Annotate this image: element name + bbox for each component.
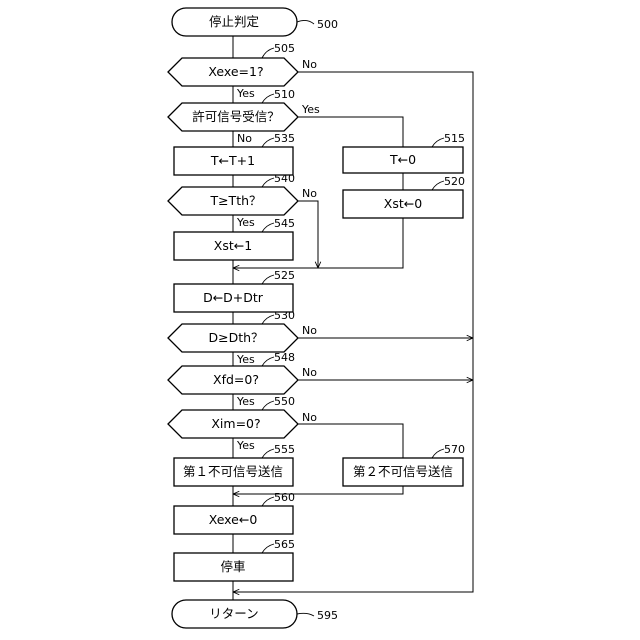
ref-550: 550 — [274, 395, 295, 408]
end-terminal: リターン — [172, 600, 297, 628]
end-label: リターン — [209, 606, 258, 621]
flow-550-no-branch — [298, 424, 403, 458]
decision-d-threshold: D≥Dth？ — [168, 324, 298, 352]
ref-555-leader — [262, 449, 274, 458]
decision-xim-yes: Yes — [236, 439, 255, 452]
start-ref: 500 — [317, 18, 338, 31]
ref-550-leader — [262, 401, 274, 410]
process-stop-vehicle: 停車 — [174, 553, 293, 581]
decision-permit-no: No — [237, 132, 252, 145]
process-xst-zero: Xst←0 — [343, 190, 463, 218]
decision-xexe-label: Xexe=1? — [208, 64, 263, 79]
process-d-accumulate: D←D+Dtr — [174, 284, 293, 312]
ref-560: 560 — [274, 491, 295, 504]
ref-535: 535 — [274, 132, 295, 145]
ref-555: 555 — [274, 443, 295, 456]
decision-d-threshold-no: No — [302, 324, 317, 337]
decision-d-threshold-yes: Yes — [236, 353, 255, 366]
decision-xfd-no: No — [302, 366, 317, 379]
start-terminal: 停止判定 — [172, 8, 297, 36]
start-ref-leader — [297, 20, 314, 24]
ref-515: 515 — [444, 132, 465, 145]
process-t-reset-label: T←0 — [389, 152, 416, 167]
process-send-second: 第２不可信号送信 — [343, 458, 463, 486]
ref-545: 545 — [274, 217, 295, 230]
decision-xexe: Xexe=1? — [168, 58, 298, 86]
ref-510-leader — [262, 94, 274, 103]
ref-520: 520 — [444, 175, 465, 188]
ref-570-leader — [432, 449, 444, 458]
decision-permit-label: 許可信号受信？ — [192, 109, 280, 124]
start-label: 停止判定 — [209, 14, 259, 29]
process-send-first: 第１不可信号送信 — [174, 458, 293, 486]
ref-525: 525 — [274, 269, 295, 282]
ref-560-leader — [262, 497, 274, 506]
flow-540-no-branch — [298, 201, 318, 268]
ref-545-leader — [262, 223, 274, 232]
process-send-second-label: 第２不可信号送信 — [353, 464, 453, 479]
process-xst-one: Xst←1 — [174, 232, 293, 260]
decision-xim-label: Xim=0? — [211, 416, 260, 431]
decision-xfd-yes: Yes — [236, 395, 255, 408]
decision-xfd-label: Xfd=0? — [213, 372, 259, 387]
decision-xexe-no: No — [302, 58, 317, 71]
ref-530-leader — [262, 315, 274, 324]
process-xst-zero-label: Xst←0 — [384, 196, 422, 211]
process-xst-one-label: Xst←1 — [214, 238, 252, 253]
decision-xexe-yes: Yes — [236, 87, 255, 100]
ref-505: 505 — [274, 42, 295, 55]
process-stop-vehicle-label: 停車 — [220, 559, 245, 574]
ref-540-leader — [262, 178, 274, 187]
ref-535-leader — [262, 138, 274, 147]
ref-548: 548 — [274, 351, 295, 364]
process-t-increment-label: T←T+1 — [210, 153, 255, 168]
process-t-reset: T←0 — [343, 147, 463, 173]
decision-t-threshold: T≥Tth？ — [168, 187, 298, 215]
ref-505-leader — [262, 48, 274, 58]
process-t-increment: T←T+1 — [174, 147, 293, 175]
end-ref-leader — [297, 613, 314, 616]
ref-570: 570 — [444, 443, 465, 456]
decision-xfd: Xfd=0? — [168, 366, 298, 394]
process-xexe-reset-label: Xexe←0 — [209, 512, 258, 527]
decision-t-threshold-label: T≥Tth？ — [209, 193, 261, 208]
ref-515-leader — [432, 138, 444, 147]
decision-permit: 許可信号受信？ — [168, 103, 298, 131]
ref-510: 510 — [274, 88, 295, 101]
end-ref: 595 — [317, 609, 338, 622]
process-d-accumulate-label: D←D+Dtr — [203, 290, 264, 305]
ref-565: 565 — [274, 538, 295, 551]
ref-565-leader — [262, 544, 274, 553]
decision-t-threshold-no: No — [302, 187, 317, 200]
ref-525-leader — [262, 275, 274, 284]
decision-xim: Xim=0? — [168, 410, 298, 438]
decision-xim-no: No — [302, 411, 317, 424]
ref-520-leader — [432, 181, 444, 190]
decision-t-threshold-yes: Yes — [236, 216, 255, 229]
ref-548-leader — [262, 357, 274, 366]
process-send-first-label: 第１不可信号送信 — [183, 464, 283, 479]
decision-permit-yes: Yes — [301, 103, 320, 116]
flow-570-merge — [233, 486, 403, 494]
process-xexe-reset: Xexe←0 — [174, 506, 293, 534]
decision-d-threshold-label: D≥Dth？ — [208, 330, 263, 345]
flow-510-yes-branch — [298, 117, 403, 147]
